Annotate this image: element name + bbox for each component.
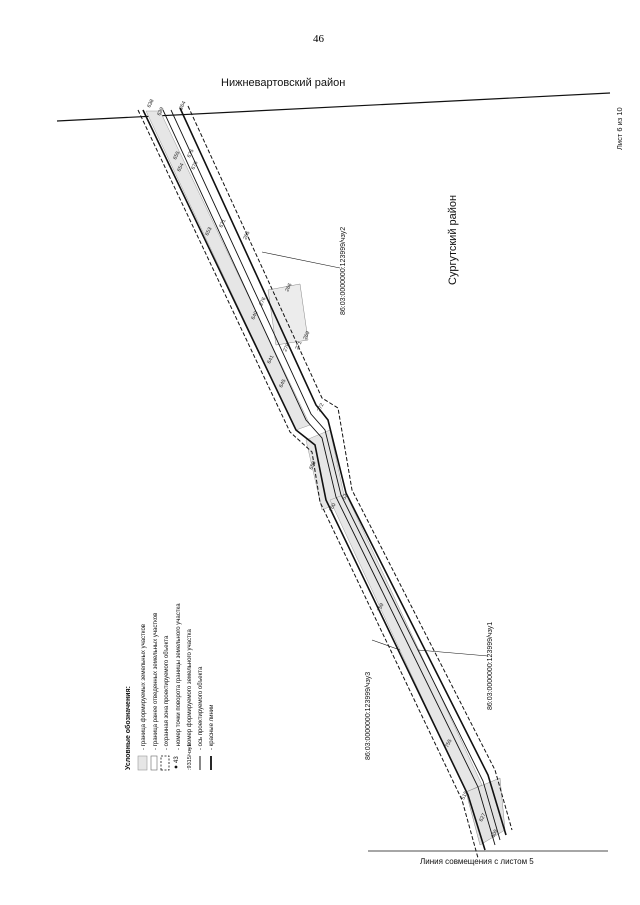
point-labels: 638 639 264 655 654 675 676 653 671 265 … bbox=[146, 98, 499, 838]
point-label: 645 bbox=[278, 378, 287, 388]
corridor bbox=[137, 105, 513, 859]
point-label: 265 bbox=[242, 230, 251, 240]
junction-label: Линия совмещения с листом 5 bbox=[420, 857, 534, 866]
parcel-label-chzu1: 86:03:0000000:123999/чзу1 bbox=[487, 622, 494, 710]
point-label: 639 bbox=[156, 106, 165, 116]
project-axis bbox=[162, 109, 496, 846]
parcel-label-chzu3: 86:03:0000000:123999/чзу3 bbox=[365, 672, 372, 760]
point-label: 641 bbox=[266, 354, 275, 364]
legend-swatch-allotted bbox=[150, 755, 158, 771]
legend-sample-parcel: :9315/чзу1 bbox=[187, 744, 193, 770]
district-label-surgut: Сургутский район bbox=[447, 195, 459, 285]
point-label: 655 bbox=[172, 150, 181, 160]
point-label: 605 bbox=[490, 828, 499, 838]
parcel-fill-lower bbox=[329, 493, 483, 793]
point-label: 627 bbox=[478, 812, 487, 822]
point-label: 278 bbox=[282, 342, 291, 352]
project-axis-2 bbox=[170, 109, 501, 841]
sheet-label: Лист 6 из 10 bbox=[615, 107, 624, 150]
point-label: 264 bbox=[178, 100, 187, 110]
legend-item-allotted: - граница ранее отведенных земельных уча… bbox=[153, 613, 159, 750]
legend-title: Условные обозначения: bbox=[124, 686, 132, 770]
leader-chzu2 bbox=[261, 251, 341, 269]
legend-item-parcel: - номер формируемого земельного участка bbox=[187, 628, 193, 750]
legend-item-red-lines: - красные линии bbox=[209, 705, 215, 750]
point-label: 272 bbox=[316, 402, 325, 412]
point-label: 271 bbox=[294, 340, 303, 350]
point-label: 266 bbox=[284, 282, 293, 292]
protection-zone-left bbox=[137, 109, 479, 859]
point-label: 759 bbox=[376, 602, 385, 612]
point-label: 52 bbox=[341, 493, 349, 501]
district-boundary-line bbox=[56, 92, 611, 122]
point-label: 653 bbox=[204, 226, 213, 236]
legend-item-formed: - граница формируемых земельных участков bbox=[141, 624, 147, 750]
leader-chzu3 bbox=[371, 639, 401, 651]
point-label: 650 bbox=[308, 460, 317, 470]
protection-zone-right bbox=[187, 105, 513, 831]
parcel-label-chzu2: 86:03:0000000:123999/чзу2 bbox=[340, 227, 347, 315]
legend-item-axis: - ось проектируемого объекта bbox=[198, 666, 204, 750]
legend-item-point: - номер точки поворота границы земельног… bbox=[176, 603, 182, 750]
point-label: 515 bbox=[460, 790, 469, 800]
point-label: 760 bbox=[328, 502, 337, 512]
legend: Условные обозначения: - граница формируе… bbox=[124, 603, 215, 771]
page-number: 46 bbox=[313, 33, 325, 45]
point-label: 675 bbox=[186, 148, 195, 158]
parcel-fill-right-upper bbox=[267, 283, 309, 346]
legend-swatch-point bbox=[174, 765, 178, 769]
point-label: 676 bbox=[190, 160, 199, 170]
legend-sample-point: 43 bbox=[174, 756, 180, 763]
legend-swatch-formed bbox=[137, 755, 148, 771]
legend-item-protection: - охранная зона проектируемого объекта bbox=[164, 635, 170, 750]
red-line-right bbox=[179, 107, 507, 836]
point-label: 654 bbox=[176, 162, 185, 172]
point-label: 269 bbox=[302, 330, 311, 340]
point-label: 640 bbox=[250, 310, 259, 320]
point-label: 276 bbox=[258, 296, 267, 306]
point-label: 755 bbox=[444, 738, 453, 748]
district-label-nizhnevartovsk: Нижневартовский район bbox=[221, 77, 345, 89]
legend-swatch-protection bbox=[160, 755, 170, 771]
leader-chzu1 bbox=[417, 649, 489, 657]
point-label: 638 bbox=[146, 98, 155, 108]
point-label: 671 bbox=[218, 218, 227, 228]
red-line-left bbox=[142, 109, 486, 851]
